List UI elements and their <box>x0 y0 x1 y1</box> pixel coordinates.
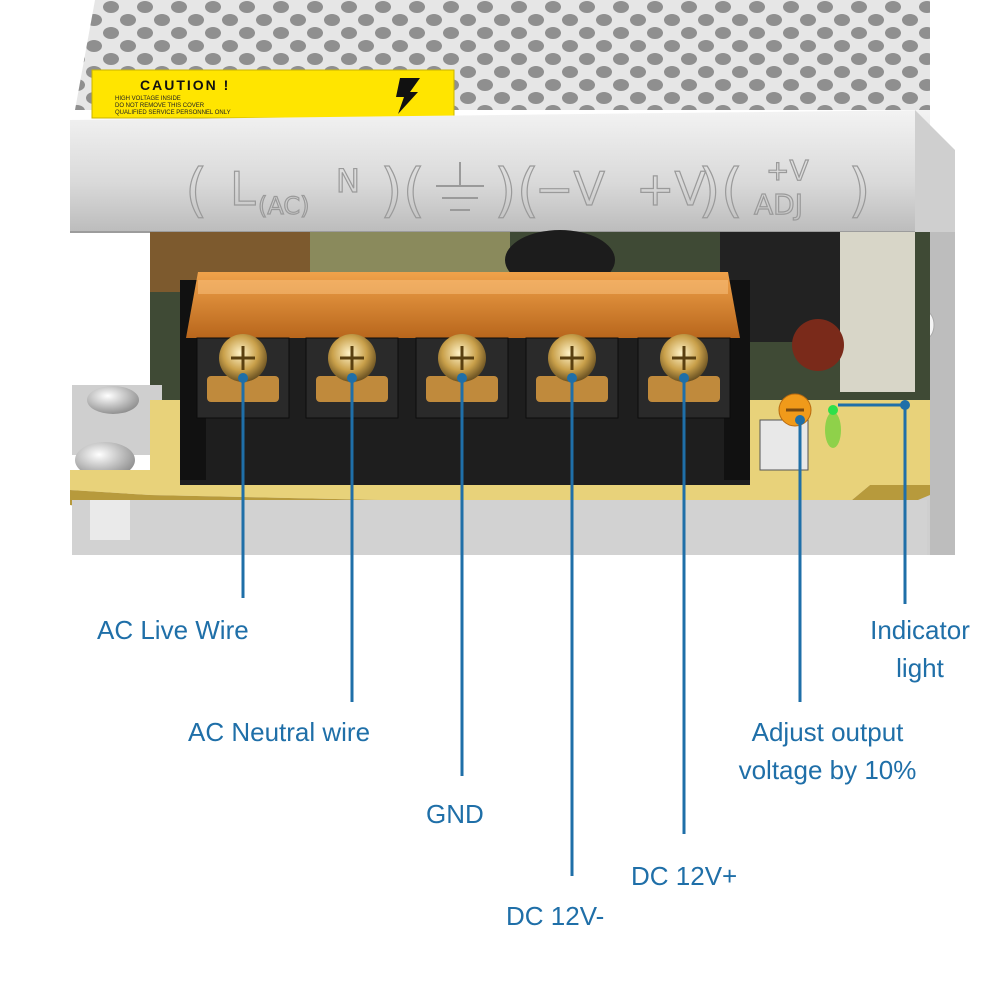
leader-dot-dc-positive <box>679 373 689 383</box>
marking-n: N <box>336 162 360 200</box>
left-screws <box>72 385 162 478</box>
callout-dc-positive: DC 12V+ <box>631 861 738 891</box>
callout-indicator-line-2: light <box>896 653 944 683</box>
lightning-bolt-icon <box>396 78 420 114</box>
svg-text:)(: )( <box>380 156 425 224</box>
ground-symbol-icon <box>436 162 484 211</box>
callout-ac-live-wire: AC Live Wire <box>97 615 249 645</box>
thermistor <box>792 319 844 371</box>
callout-ac-neutral-wire: AC Neutral wire <box>188 717 371 747</box>
caution-title: CAUTION ! <box>140 77 230 93</box>
marking-adj-top: +V <box>766 154 809 187</box>
screw-icon <box>87 386 139 414</box>
callout-adjust-line-1: Adjust output <box>751 717 904 747</box>
callout-indicator-line-1: Indicator <box>870 615 970 645</box>
svg-text:)(: )( <box>494 156 539 224</box>
marking-adj-bottom: ADJ <box>754 188 803 221</box>
caution-line-2: DO NOT REMOVE THIS COVER <box>115 103 205 109</box>
callout-dc-negative: DC 12V- <box>506 901 605 931</box>
terminal-screw-gnd <box>415 334 509 419</box>
screw-icon <box>75 442 135 478</box>
caution-sticker: CAUTION ! HIGH VOLTAGE INSIDE DO NOT REM… <box>91 69 455 119</box>
leader-dot-gnd <box>457 373 467 383</box>
indicator-led-icon <box>825 412 841 448</box>
marking-pos-v: +V <box>636 162 707 216</box>
leader-dot-ac-live <box>238 373 248 383</box>
caution-line-3: QUALIFIED SERVICE PERSONNEL ONLY <box>115 110 231 116</box>
marking-neg-v: −V <box>535 162 606 216</box>
cover-front-lip: ( L (AC) N )( )( −V +V )( +V ADJ ) <box>70 110 930 233</box>
callout-leader-lines <box>238 373 910 876</box>
svg-text:(: ( <box>185 156 208 224</box>
terminal-block <box>180 272 750 485</box>
svg-text:): ) <box>848 156 871 224</box>
marking-l: L <box>230 162 256 216</box>
callout-adjust-line-2: voltage by 10% <box>738 755 917 785</box>
leader-dot-ac-neutral <box>347 373 357 383</box>
svg-text:)(: )( <box>698 156 743 224</box>
leader-dot-adjust <box>795 415 805 425</box>
callout-gnd: GND <box>426 799 484 829</box>
leader-dot-dc-negative <box>567 373 577 383</box>
embossed-terminal-markings: ( L (AC) N )( )( −V +V )( +V ADJ ) <box>184 153 871 224</box>
marking-ac: (AC) <box>258 192 309 220</box>
caution-line-1: HIGH VOLTAGE INSIDE <box>115 96 181 102</box>
